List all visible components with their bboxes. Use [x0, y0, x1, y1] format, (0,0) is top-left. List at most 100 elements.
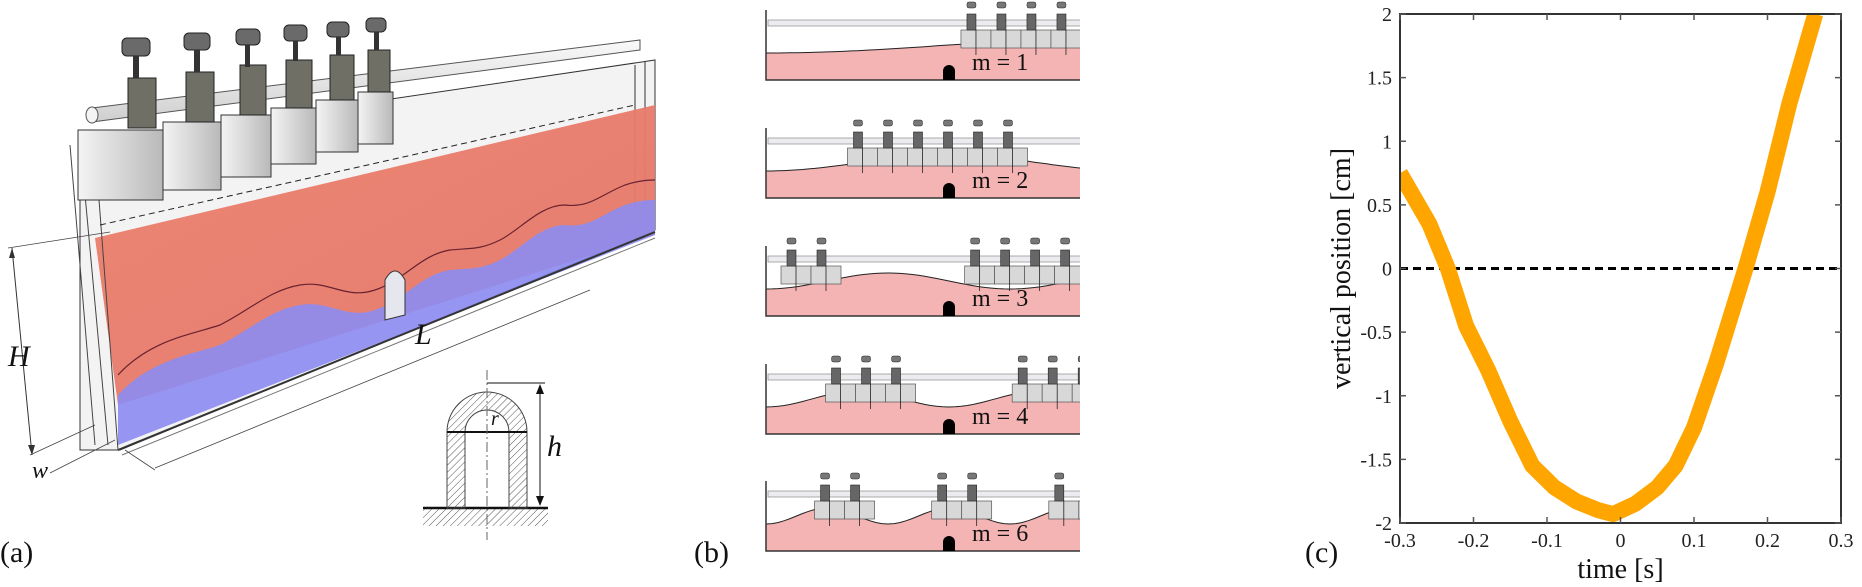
y-tick-label: 1.5 [1367, 68, 1392, 90]
plunger [964, 237, 995, 291]
trajectory-point [1715, 363, 1717, 365]
panel-a-label: (a) [0, 536, 34, 569]
mode-label: m = 3 [972, 286, 1029, 312]
obstacle [943, 536, 955, 551]
x-tick-label: 0 [1616, 530, 1626, 552]
plunger [77, 37, 164, 201]
plunger [220, 28, 272, 178]
trajectory-point [1789, 102, 1791, 104]
plunger [810, 237, 842, 291]
obstacle [943, 419, 955, 434]
trajectory-point [1612, 513, 1614, 515]
x-tick-label: 0.3 [1829, 530, 1854, 552]
dim-r-label: r [491, 408, 499, 430]
trajectory-point [1414, 198, 1416, 200]
panel-b-label: (b) [694, 536, 729, 569]
obstacle-cross-section [423, 370, 548, 540]
plunger [847, 119, 878, 173]
fluid-region [766, 37, 1080, 80]
y-axis-label: vertical position [cm] [1326, 148, 1357, 389]
panel-b: m = 1 m = 2 m = 3 m = 4 m = 6 (b) [680, 0, 1080, 583]
trajectory-point [1509, 420, 1511, 422]
y-tick-label: -1 [1375, 386, 1392, 408]
obstacle [943, 183, 955, 198]
plunger [1020, 1, 1052, 55]
trajectory-point [1767, 191, 1768, 193]
rod [767, 373, 1080, 381]
plunger [997, 119, 1028, 173]
plunger [994, 237, 1025, 291]
plunger [780, 237, 812, 291]
y-tick-label: 1 [1382, 131, 1392, 153]
plunger [1054, 237, 1080, 291]
trajectory-point [1447, 268, 1449, 269]
plunger-rod [85, 39, 641, 124]
trajectory-point [1553, 486, 1555, 488]
trajectory-point [1465, 325, 1467, 327]
mode-sketch [765, 355, 1080, 435]
x-tick-label: -0.1 [1531, 530, 1563, 552]
y-tick-label: -0.5 [1360, 322, 1392, 344]
dimension-L [124, 289, 591, 471]
trajectory-point [1575, 500, 1577, 502]
dimension-H [7, 231, 111, 456]
mode-sketch [765, 1, 1080, 81]
plunger [967, 119, 998, 173]
x-axis-label: time [s] [1577, 554, 1663, 583]
dimension-w [29, 424, 116, 474]
upper-fluid [95, 105, 655, 405]
dim-L-label: L [415, 318, 432, 351]
mode-label: m = 1 [972, 50, 1029, 76]
plunger [1050, 1, 1080, 55]
y-tick-label: 0 [1382, 259, 1392, 281]
x-tick-label: -0.3 [1384, 530, 1416, 552]
lower-fluid [118, 200, 655, 445]
plunger [270, 24, 317, 165]
plunger [814, 472, 845, 526]
trajectory-line [1400, 14, 1823, 523]
dim-w-label: w [32, 458, 49, 484]
plunger [1071, 355, 1080, 403]
x-tick-label: -0.2 [1458, 530, 1490, 552]
plunger [844, 472, 875, 526]
panel-c-label: (c) [1305, 536, 1339, 569]
trajectory-point [1693, 427, 1695, 429]
plunger [885, 355, 916, 409]
plunger [162, 32, 222, 191]
plunger [1011, 355, 1043, 409]
rod [767, 19, 1080, 27]
trajectory-point [1634, 503, 1636, 505]
dim-H-label: H [8, 340, 30, 373]
plunger [315, 21, 359, 153]
rod [767, 490, 1080, 498]
plunger [855, 355, 886, 409]
mode-sketch [765, 119, 1080, 199]
panel-a: H L w h r (a) [0, 0, 660, 583]
trajectory-point [1487, 369, 1489, 371]
trajectory-point [1744, 268, 1746, 269]
y-tick-label: 2 [1382, 4, 1392, 26]
trajectory-point [1597, 509, 1599, 511]
plunger [357, 17, 394, 145]
obstacle [943, 65, 955, 80]
interface-wave [117, 179, 656, 376]
mode-label: m = 2 [972, 168, 1029, 194]
obstacle-3d [384, 270, 406, 321]
rod [767, 137, 1080, 145]
trajectory-point [1531, 465, 1533, 467]
mode-sketch [765, 472, 1080, 552]
plunger [937, 119, 968, 173]
mode-label: m = 4 [972, 404, 1029, 430]
plunger [825, 355, 856, 409]
plunger [1024, 237, 1055, 291]
y-tick-label: -2 [1375, 513, 1392, 535]
plunger [1078, 500, 1080, 520]
mode-label: m = 6 [972, 521, 1029, 547]
trajectory-point [1656, 486, 1658, 488]
plunger [1041, 355, 1073, 409]
plunger [961, 472, 993, 526]
rod [767, 255, 1080, 263]
obstacle [943, 301, 955, 316]
